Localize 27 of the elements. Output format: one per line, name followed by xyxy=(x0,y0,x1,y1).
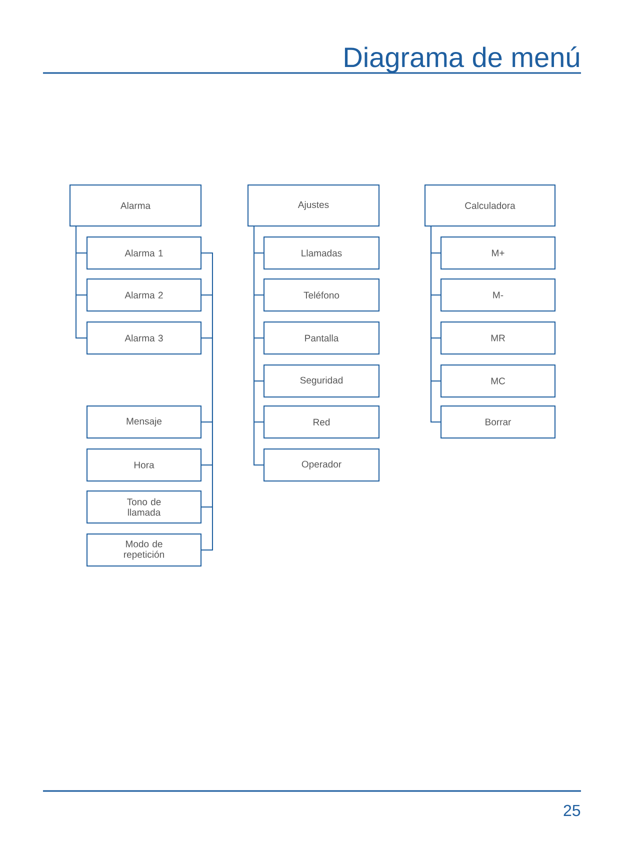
menu-box: MC xyxy=(440,364,556,398)
menu-box: Alarma xyxy=(70,184,202,226)
connector-line xyxy=(76,226,87,338)
connector-line xyxy=(430,226,441,422)
connector-line xyxy=(254,226,264,466)
menu-box: Mensaje xyxy=(86,406,202,438)
menu-box: Alarma 2 xyxy=(86,278,202,312)
menu-box: Hora xyxy=(86,448,202,482)
connector-line xyxy=(201,338,213,550)
menu-box: Calculadora xyxy=(424,184,556,226)
menu-box: Alarma 3 xyxy=(86,322,202,354)
page-title: Diagrama de menú xyxy=(344,46,579,73)
menu-box: Modo de repetición xyxy=(86,534,202,566)
menu-box: Seguridad xyxy=(264,364,380,398)
menu-box: M+ xyxy=(440,236,556,270)
menu-box: Pantalla xyxy=(264,322,380,354)
menu-box: Borrar xyxy=(440,406,556,438)
menu-box: Alarma 1 xyxy=(86,236,202,270)
menu-box: MR xyxy=(440,322,556,354)
menu-box: Llamadas xyxy=(264,236,380,270)
menu-box: Teléfono xyxy=(264,278,380,312)
page-number: 25 xyxy=(564,804,580,816)
menu-box: Red xyxy=(264,406,380,438)
menu-box: Ajustes xyxy=(248,184,380,226)
menu-box: M- xyxy=(440,278,556,312)
menu-box: Tono de llamada xyxy=(86,490,202,524)
menu-box: Operador xyxy=(264,448,380,482)
